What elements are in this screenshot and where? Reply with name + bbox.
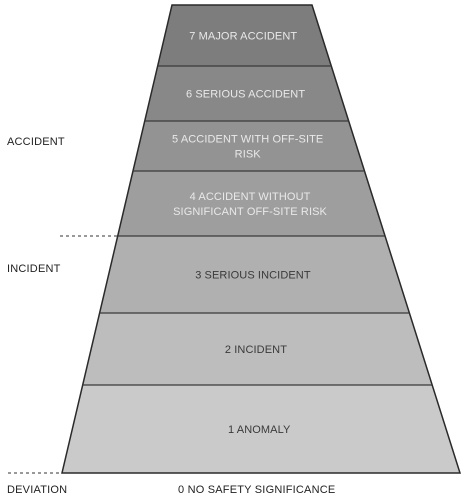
level-band-2 <box>132 121 365 171</box>
category-accident-label: ACCIDENT <box>7 136 65 148</box>
level-band-6 <box>62 385 460 473</box>
level-band-0 <box>157 5 332 66</box>
level-0-label: 0 NO SAFETY SIGNIFICANCE <box>178 484 336 496</box>
level-label-4-line-0: 3 SERIOUS INCIDENT <box>195 270 311 282</box>
level-label-6-line-0: 1 ANOMALY <box>228 424 291 436</box>
level-label-2-line-0: 5 ACCIDENT WITH OFF-SITE <box>172 134 323 146</box>
pyramid-outline <box>61 4 462 474</box>
category-deviation-label: DEVIATION <box>7 484 68 496</box>
level-labels: 7 MAJOR ACCIDENT 6 SERIOUS ACCIDENT 5 ACCI… <box>172 31 327 437</box>
level-label-2-line-1: RISK <box>235 149 262 161</box>
level-band-5 <box>82 313 433 385</box>
level-label-5-line-0: 2 INCIDENT <box>225 344 287 356</box>
level-label-1-line-0: 6 SERIOUS ACCIDENT <box>186 89 305 101</box>
level-band-4 <box>99 236 410 313</box>
level-band-3 <box>117 171 386 236</box>
level-label-0-line-0: 7 MAJOR ACCIDENT <box>189 31 297 43</box>
level-bands <box>62 5 460 473</box>
category-incident-label: INCIDENT <box>7 263 61 275</box>
level-band-1 <box>144 66 349 121</box>
level-label-3-line-0: 4 ACCIDENT WITHOUT <box>190 191 311 203</box>
level-dividers <box>61 4 462 474</box>
level-label-3-line-1: SIGNIFICANT OFF-SITE RISK <box>173 206 327 218</box>
